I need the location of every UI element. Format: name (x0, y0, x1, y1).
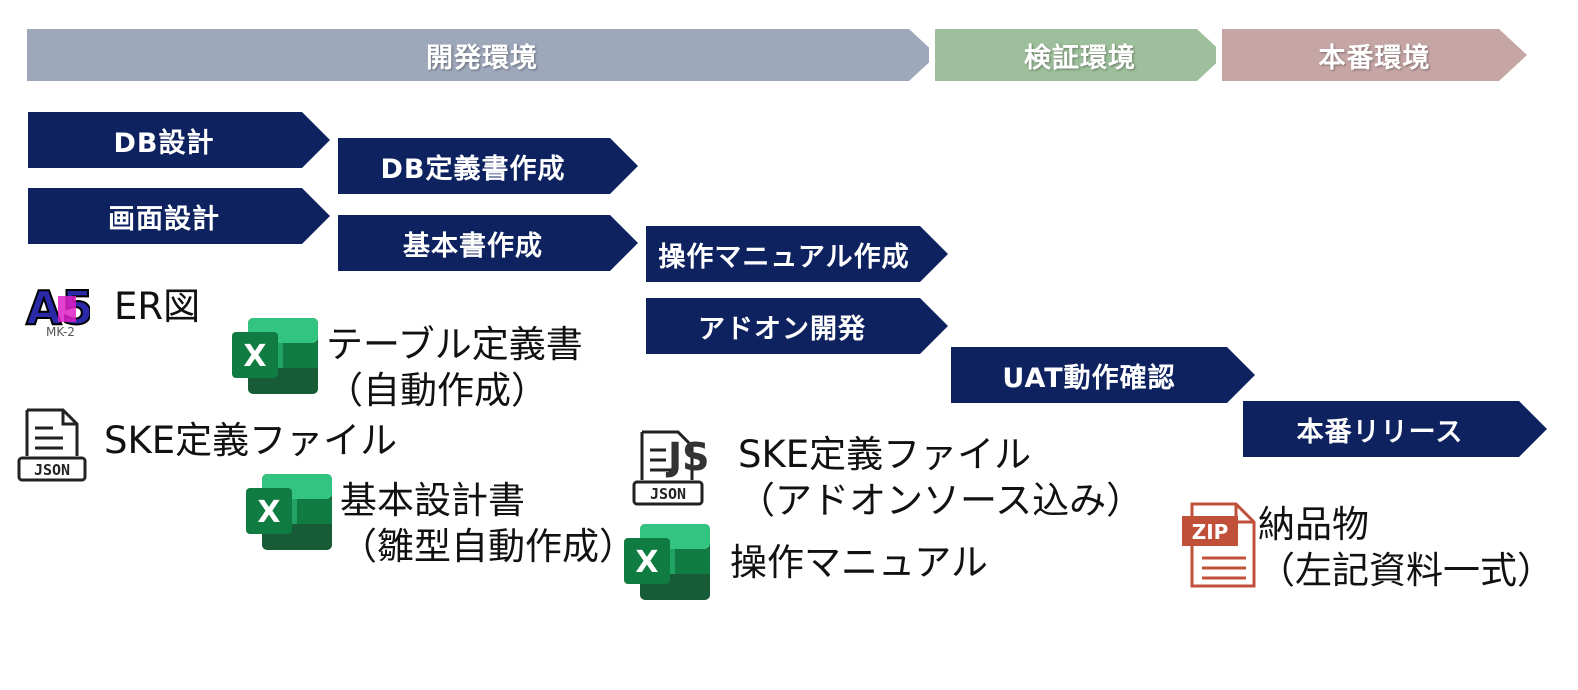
task-manual-create-label: 操作マニュアル作成 (658, 241, 910, 273)
task-db-definition-label: DB定義書作成 (380, 153, 566, 185)
deliverable-ske-addon-line2: （アドオンソース込み） (738, 479, 1144, 522)
task-basic-doc-label: 基本書作成 (403, 230, 543, 262)
deliverable-ske-addon-line1: SKE定義ファイル (738, 433, 1032, 476)
phase-verify-label: 検証環境 (1024, 42, 1136, 74)
deliverable-ske-def: SKE定義ファイル (104, 418, 397, 464)
task-db-definition: DB定義書作成 (338, 138, 638, 194)
excel-icon: X (624, 522, 712, 602)
deliverable-basic-design-line1: 基本設計書 (340, 479, 525, 522)
task-db-design-label: DB設計 (113, 127, 215, 159)
task-db-design: DB設計 (28, 112, 330, 168)
task-basic-doc: 基本書作成 (338, 215, 638, 271)
deliverable-er: ER図 (114, 284, 200, 330)
zip-file-icon: ZIP (1182, 502, 1258, 590)
task-uat-label: UAT動作確認 (1002, 362, 1176, 394)
task-screen-design: 画面設計 (28, 188, 330, 244)
deliverable-delivery: 納品物 （左記資料一式） (1258, 502, 1554, 594)
zip-label: ZIP (1192, 520, 1229, 544)
task-uat: UAT動作確認 (951, 347, 1255, 403)
deliverable-manual: 操作マニュアル (730, 540, 988, 586)
deliverable-manual-line1: 操作マニュアル (730, 541, 988, 584)
json-file-icon: JSON (17, 408, 89, 482)
a5-sub-label: MK-2 (46, 325, 75, 338)
deliverable-table-def: テーブル定義書 （自動作成） (326, 322, 583, 414)
task-manual-create: 操作マニュアル作成 (646, 226, 948, 282)
phase-prod: 本番環境 (1222, 29, 1527, 81)
task-addon-dev: アドオン開発 (646, 298, 948, 354)
deliverable-er-line1: ER図 (114, 285, 201, 328)
task-screen-design-label: 画面設計 (108, 203, 220, 235)
phase-prod-label: 本番環境 (1318, 42, 1431, 74)
deliverable-basic-design: 基本設計書 （雛型自動作成） (340, 478, 636, 570)
deliverable-delivery-line2: （左記資料一式） (1258, 549, 1554, 592)
task-release: 本番リリース (1243, 401, 1547, 457)
excel-letter: X (635, 545, 658, 580)
deliverable-table-def-line1: テーブル定義書 (326, 323, 583, 366)
js-label: JS (665, 435, 710, 479)
json-label: JSON (34, 461, 70, 479)
js-json-file-icon: JSON JS (632, 428, 728, 508)
deliverable-table-def-line2: （自動作成） (326, 369, 548, 412)
excel-icon: X (232, 316, 320, 396)
phase-dev: 開発環境 (27, 29, 937, 81)
phase-verify: 検証環境 (935, 29, 1225, 81)
json-label: JSON (650, 485, 686, 503)
phase-dev-label: 開発環境 (426, 42, 538, 74)
deliverable-delivery-line1: 納品物 (1258, 503, 1369, 546)
task-release-label: 本番リリース (1296, 416, 1464, 448)
excel-letter: X (243, 339, 266, 374)
deliverable-ske-addon: SKE定義ファイル （アドオンソース込み） (738, 432, 1143, 524)
a5-mk2-icon: A5 MK-2 (24, 278, 95, 339)
task-addon-dev-label: アドオン開発 (698, 313, 866, 345)
deliverable-ske-def-line1: SKE定義ファイル (104, 419, 398, 462)
excel-letter: X (257, 495, 280, 530)
deliverable-basic-design-line2: （雛型自動作成） (340, 525, 636, 568)
excel-icon: X (246, 472, 334, 552)
